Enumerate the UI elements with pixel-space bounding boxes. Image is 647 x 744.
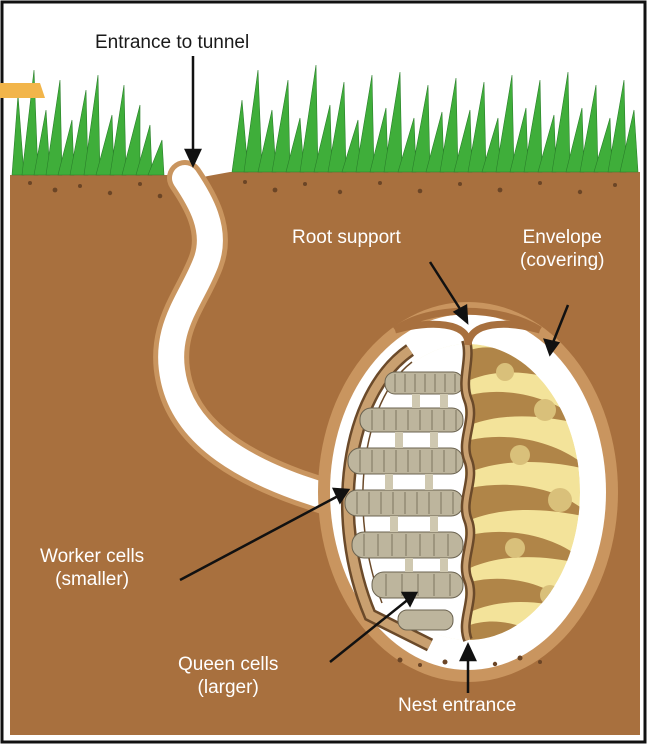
label-entrance-to-tunnel: Entrance to tunnel (95, 31, 249, 54)
label-envelope-line1: Envelope (520, 226, 604, 249)
label-envelope: Envelope (covering) (520, 226, 604, 272)
label-worker-cells-line2: (smaller) (40, 568, 144, 591)
label-nest-entrance: Nest entrance (398, 694, 516, 717)
label-queen-cells-line1: Queen cells (178, 653, 278, 676)
label-worker-cells: Worker cells (smaller) (40, 545, 144, 591)
label-envelope-line2: (covering) (520, 249, 604, 272)
label-queen-cells-line2: (larger) (178, 676, 278, 699)
accent-marker (0, 83, 45, 98)
label-queen-cells: Queen cells (larger) (178, 653, 278, 699)
label-worker-cells-line1: Worker cells (40, 545, 144, 568)
label-root-support: Root support (292, 226, 401, 249)
